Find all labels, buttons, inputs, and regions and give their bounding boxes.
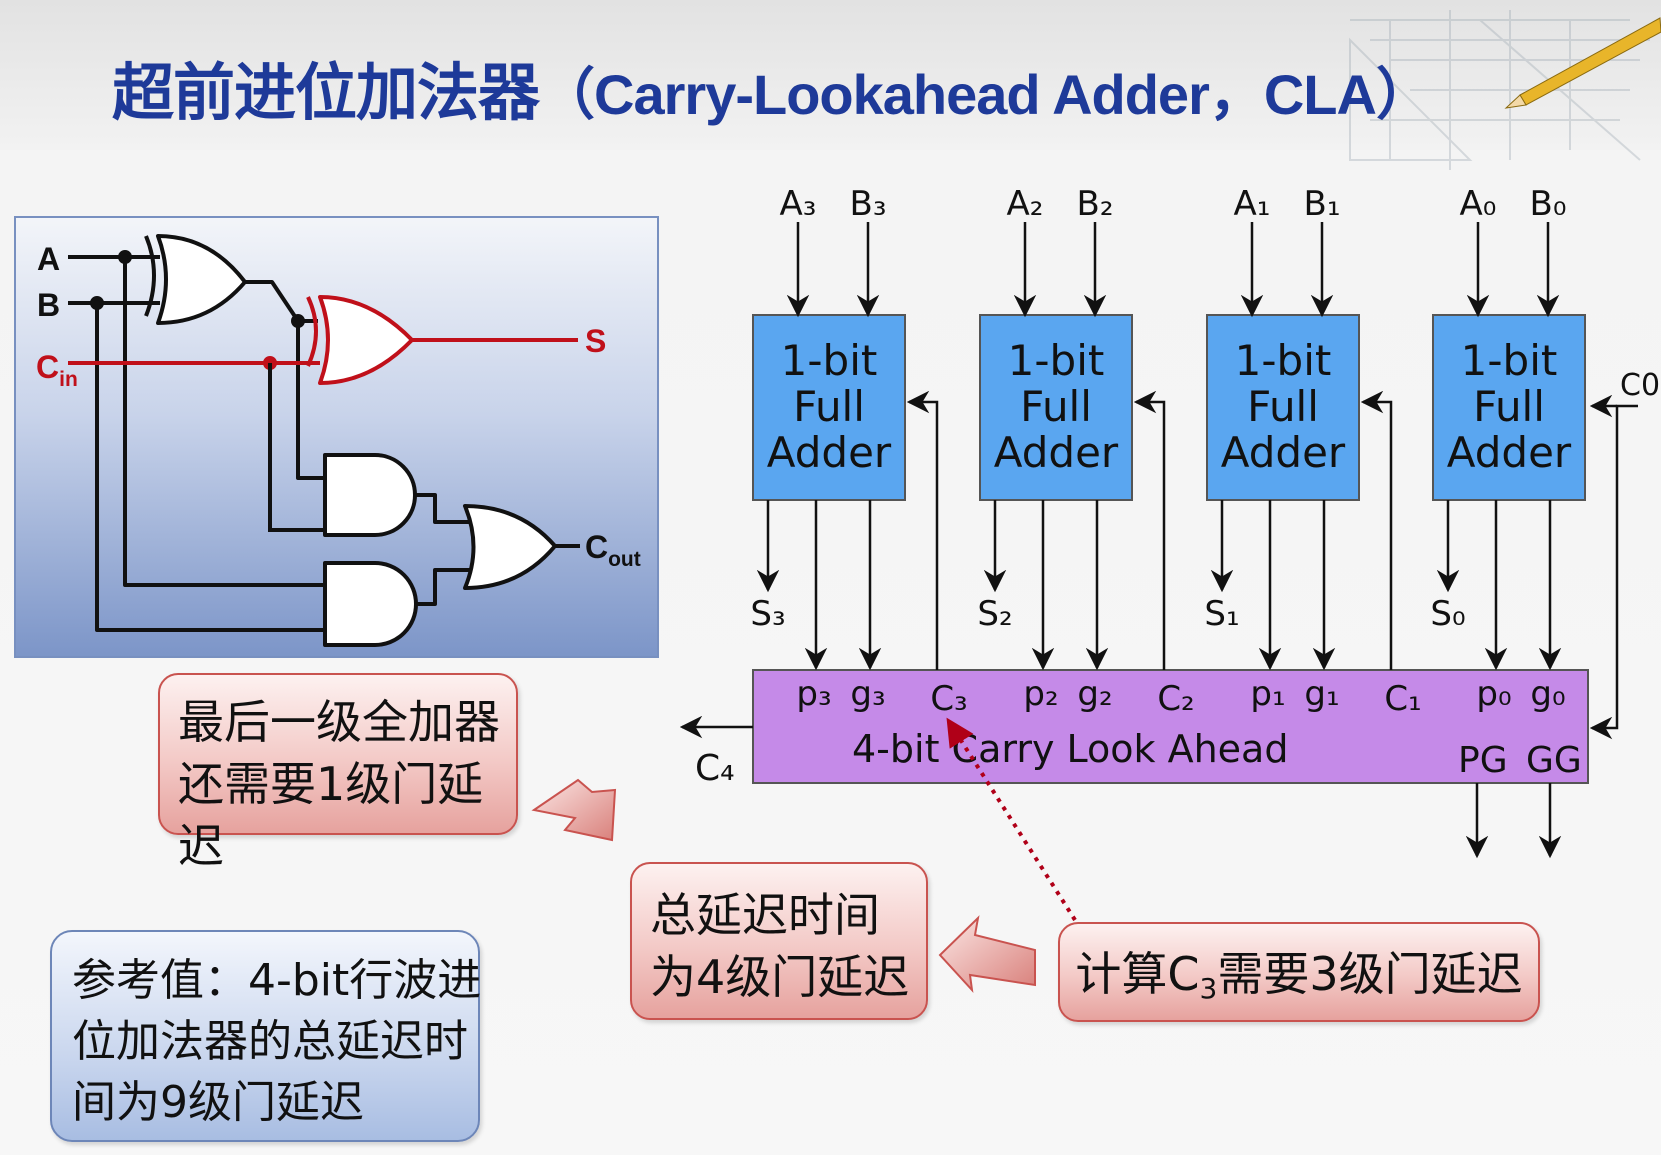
title-band	[0, 0, 1661, 150]
xor-gate-1	[156, 234, 247, 325]
p-signal-label: p₂	[1023, 674, 1058, 714]
last-stage-delay-callout: 最后一级全加器 还需要1级门延迟	[158, 673, 518, 873]
a-input-label: A₁	[1234, 184, 1271, 224]
full-adder-text: 1-bit	[1008, 336, 1105, 385]
c3-delay-callout: 计算C3需要3级门延迟	[1058, 922, 1540, 1022]
xor1-back-curve	[144, 235, 156, 317]
cla-diagram: 4-bit Carry Look Ahead PG GG C₄ C0 1-bit…	[679, 184, 1660, 859]
b-input-label: B₁	[1304, 184, 1341, 224]
full-adder-text: Adder	[1221, 428, 1346, 477]
c4-label: C₄	[695, 748, 735, 789]
full-adder-block	[1206, 314, 1360, 501]
and-gate-1	[323, 453, 417, 537]
total-delay-line-1: 总延迟时间	[650, 888, 880, 942]
b-input-label: B₃	[850, 184, 887, 224]
input-b-label: B	[37, 287, 60, 323]
total-delay-line-2: 为4级门延迟	[650, 950, 910, 1004]
full-adder-block	[1432, 314, 1586, 501]
page-title: 超前进位加法器（Carry-Lookahead Adder，CLA）	[112, 48, 1432, 138]
full-adder-text: Adder	[1447, 428, 1572, 477]
c3-delay-suffix: 需要3级门延迟	[1217, 947, 1523, 1001]
reference-line-1: 参考值：4-bit行波进	[72, 955, 482, 1006]
cla-unit	[752, 669, 1589, 784]
sum-output-label: S₂	[977, 594, 1012, 634]
c3-delay-arrow	[938, 915, 1036, 994]
a-input-label: A₃	[780, 184, 817, 224]
reference-line-2: 位加法器的总延迟时	[72, 1016, 468, 1067]
sum-output-label: S₃	[750, 594, 785, 634]
b-input-label: B₀	[1530, 184, 1567, 224]
carry-label: C₂	[1157, 679, 1194, 719]
drafting-tools-decoration	[1349, 10, 1661, 170]
p-signal-label: p₀	[1476, 674, 1511, 714]
title-main: 超前进位加法器	[112, 56, 540, 129]
full-adder-text: Full	[1473, 382, 1545, 431]
xor-gate-2	[318, 295, 414, 385]
a-input-label: A₀	[1460, 184, 1497, 224]
and-gate-2	[323, 561, 418, 647]
or-gate	[463, 504, 557, 590]
c3-delay-prefix: 计算C	[1075, 947, 1200, 1001]
full-adder-text: 1-bit	[1235, 336, 1332, 385]
carry-label: C₁	[1384, 679, 1421, 719]
full-adder-text: Adder	[767, 428, 892, 477]
title-latin: （Carry-Lookahead Adder，CLA）	[539, 63, 1432, 126]
full-adder-block	[979, 314, 1133, 501]
full-adder-circuit: A B Cin S Cout	[14, 216, 659, 658]
pg-label: PG	[1458, 740, 1508, 781]
reference-callout: 参考值：4-bit行波进 位加法器的总延迟时 间为9级门延迟	[50, 930, 482, 1142]
c0-label: C0	[1620, 368, 1660, 403]
full-adder-block	[752, 314, 906, 501]
cout-label: Cout	[585, 529, 641, 571]
last-stage-line-2: 还需要1级门延迟	[178, 757, 484, 873]
carry-in-arrow	[1133, 390, 1166, 670]
input-cin-label: Cin	[36, 349, 78, 391]
g-signal-label: g₃	[850, 674, 885, 714]
g-signal-label: g₁	[1304, 674, 1339, 714]
full-adder-text: 1-bit	[1461, 336, 1558, 385]
reference-line-3: 间为9级门延迟	[72, 1077, 364, 1128]
a-input-label: A₂	[1007, 184, 1044, 224]
b-input-label: B₂	[1077, 184, 1114, 224]
cla-unit-label: 4-bit Carry Look Ahead	[852, 727, 1288, 771]
full-adder-text: 1-bit	[781, 336, 878, 385]
sum-output-label: S₁	[1204, 594, 1239, 634]
last-stage-line-1: 最后一级全加器	[178, 695, 500, 749]
full-adder-text: Adder	[994, 428, 1119, 477]
full-adder-text: Full	[1020, 382, 1092, 431]
full-adder-text: Full	[1247, 382, 1319, 431]
g-signal-label: g₂	[1077, 674, 1112, 714]
last-stage-arrow	[531, 778, 617, 842]
c0-to-cla-arrow	[1589, 404, 1638, 740]
sum-output-label: S₀	[1430, 594, 1465, 634]
total-delay-callout: 总延迟时间 为4级门延迟	[630, 862, 928, 1020]
g-signal-label: g₀	[1530, 674, 1565, 714]
carry-in-arrow	[1360, 390, 1393, 670]
p-signal-label: p₃	[796, 674, 831, 714]
sum-output-label: S	[585, 323, 606, 359]
full-adder-text: Full	[793, 382, 865, 431]
p-signal-label: p₁	[1250, 674, 1285, 714]
carry-label: C₃	[930, 679, 967, 719]
carry-in-arrow	[906, 390, 939, 670]
c3-delay-subscript: 3	[1199, 972, 1218, 1005]
gg-label: GG	[1526, 740, 1582, 781]
input-a-label: A	[37, 241, 60, 277]
